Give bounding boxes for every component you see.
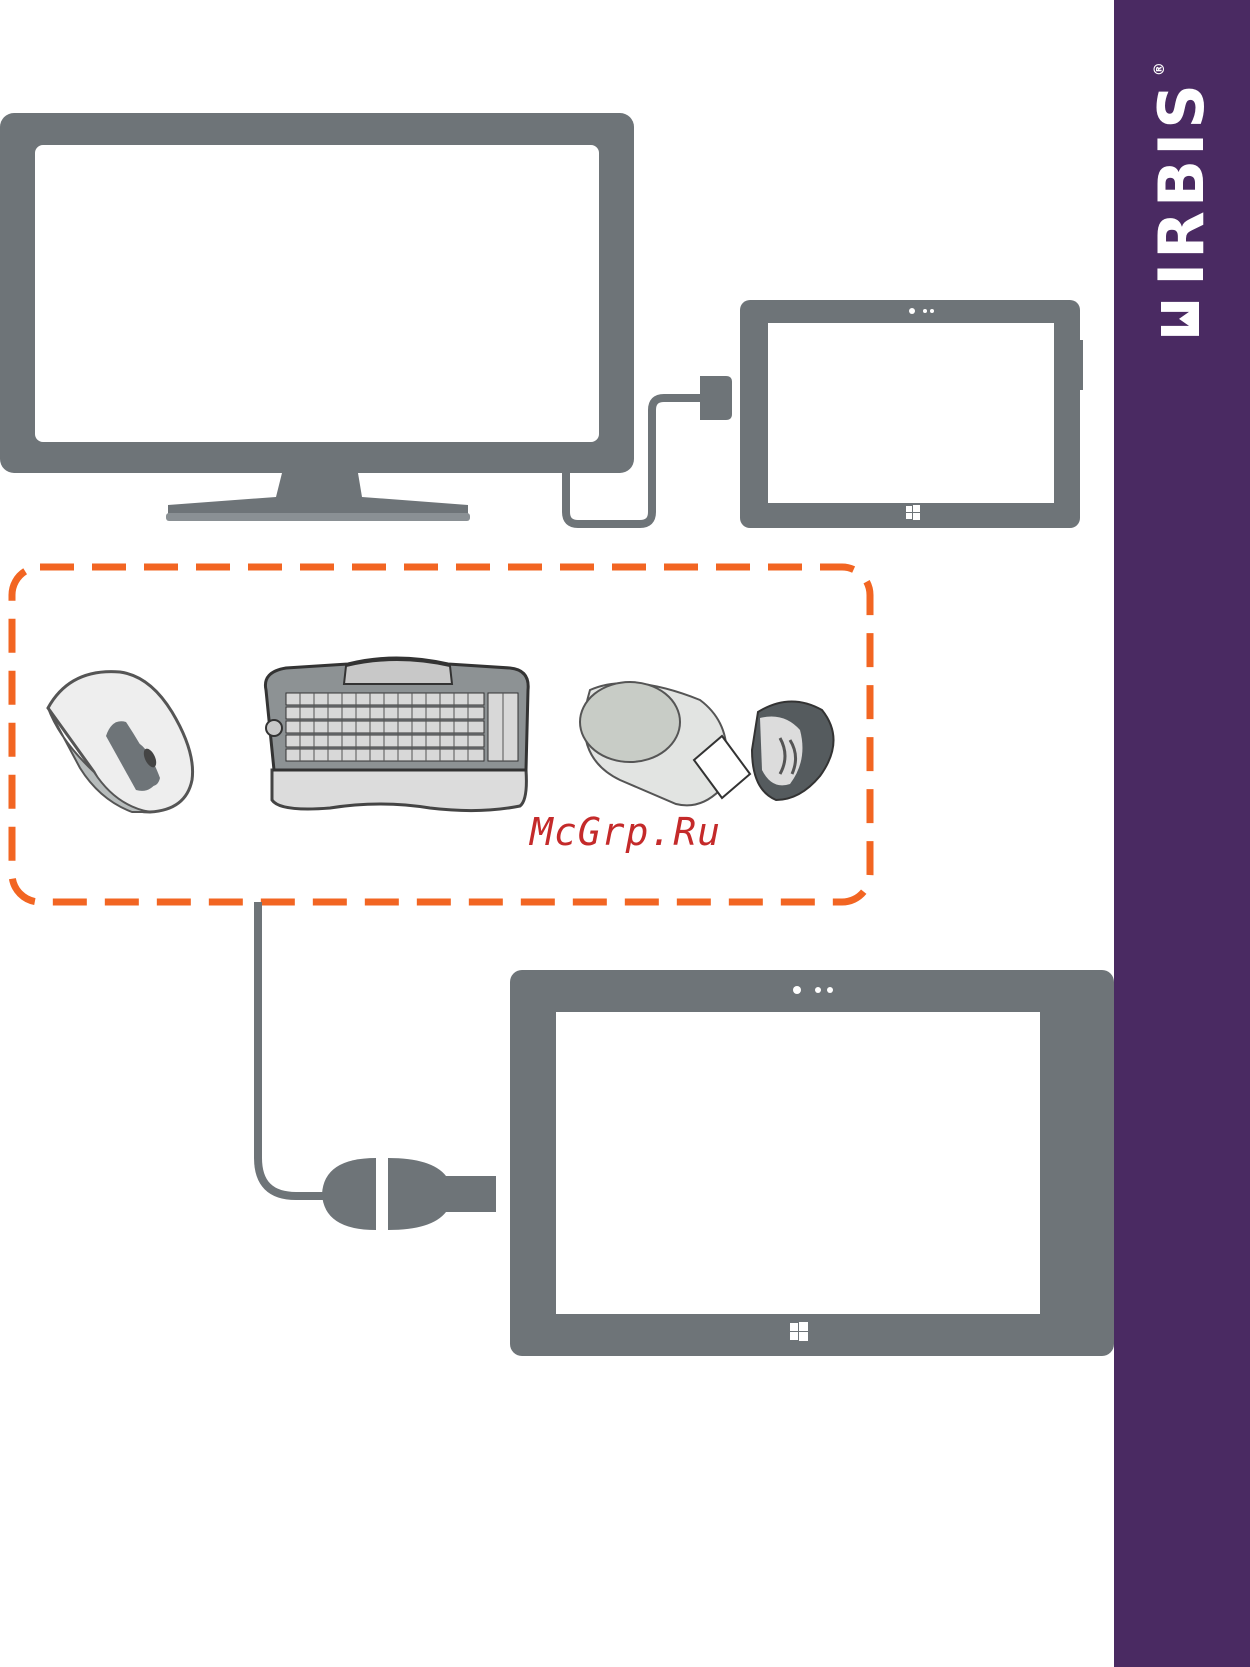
monitor-icon xyxy=(0,113,634,521)
mouse-icon xyxy=(48,672,193,812)
irbis-mark-icon xyxy=(1151,296,1213,342)
usb-receiver-icon xyxy=(580,682,834,805)
brand-logo: IRBIS ® xyxy=(1151,58,1213,342)
watermark-text: McGrp.Ru xyxy=(530,810,721,854)
keyboard-icon xyxy=(265,658,528,811)
usb-cable xyxy=(258,902,496,1230)
tablet-small-icon xyxy=(740,300,1083,528)
registered-mark: ® xyxy=(1153,58,1167,76)
tablet-large-icon xyxy=(510,970,1114,1356)
brand-name: IRBIS xyxy=(1151,80,1213,286)
